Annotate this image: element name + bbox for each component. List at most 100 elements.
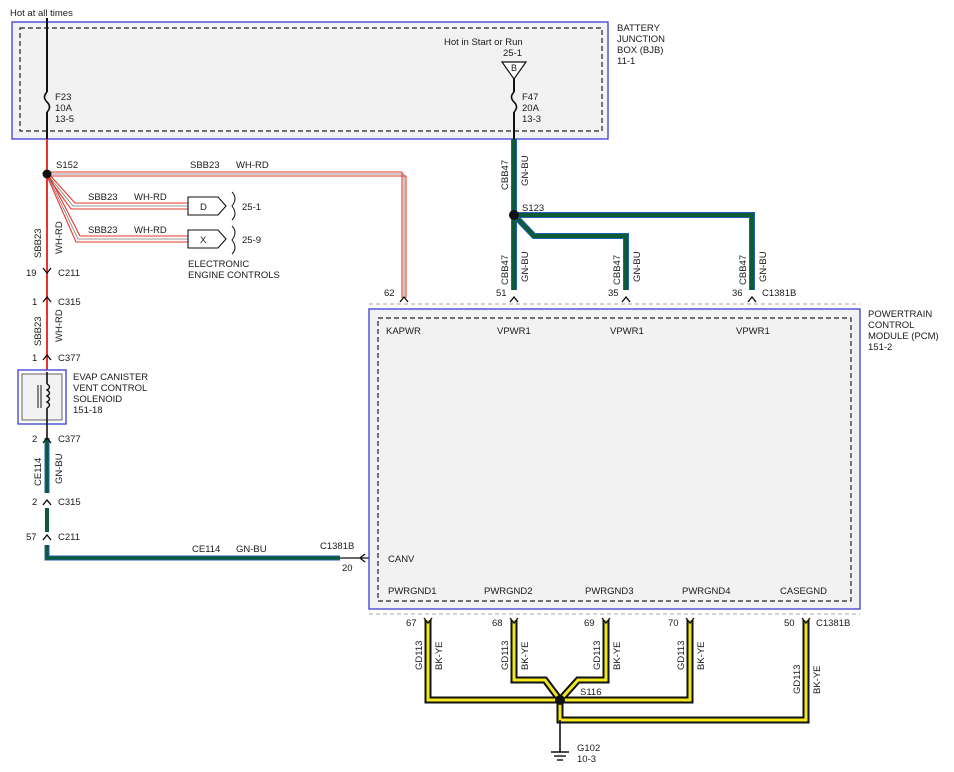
conn-c377-bottom: C377 <box>58 434 81 445</box>
pin-67: 67 <box>406 618 417 629</box>
wire-bkye-69: BK-YE <box>612 641 623 670</box>
pcm-pin-pwrgnd3: PWRGND3 <box>585 586 634 597</box>
evap-label-1: EVAP CANISTER <box>73 372 148 383</box>
wire-sbb23-to-x-b <box>46 173 188 240</box>
pcm-pin-vpwr1-35: VPWR1 <box>610 326 644 337</box>
pcm-label-2: CONTROL <box>868 320 914 331</box>
conn-c1381b-top: C1381B <box>762 288 796 299</box>
fuse-f23-name: F23 <box>55 92 71 103</box>
pin-35: 35 <box>608 288 619 299</box>
wire-cbb47-vlabel-35: CBB47 <box>612 255 623 285</box>
bjb-label-1: BATTERY <box>617 23 661 34</box>
bjb-label-4: 11-1 <box>617 56 635 67</box>
eec-label-2: ENGINE CONTROLS <box>188 270 280 281</box>
pcm-pin-pwrgnd2: PWRGND2 <box>484 586 533 597</box>
conn-c315-top: C315 <box>58 297 81 308</box>
hot-at-all-times-label: Hot at all times <box>10 8 73 19</box>
chevron-pin-68 <box>509 617 519 625</box>
wire-cbb47-vlabel-36: CBB47 <box>738 255 749 285</box>
wire-ce114-bottom <box>45 545 340 560</box>
pcm-pin-casegnd: CASEGND <box>780 586 827 597</box>
wire-gd113-68: GD113 <box>500 641 511 670</box>
pin-1-c315: 1 <box>32 297 37 308</box>
pcm-pin-kapwr: KAPWR <box>386 326 421 337</box>
chevron-pin-50 <box>801 617 811 625</box>
wire-gnbu-vlabel: GN-BU <box>54 453 65 484</box>
chevron-pin-35 <box>621 295 631 303</box>
pin-2-c315: 2 <box>32 497 37 508</box>
eec-ref-x: 25-9 <box>242 235 261 246</box>
evap-solenoid-inner <box>21 373 63 421</box>
wire-bkye-70: BK-YE <box>696 641 707 670</box>
bjb-label-3: BOX (BJB) <box>617 45 663 56</box>
chevron-c377-top <box>42 353 52 361</box>
wire-bkye-67: BK-YE <box>434 641 445 670</box>
wire-gnbu-vlabel-51: GN-BU <box>520 251 531 282</box>
pcm-box <box>368 308 861 610</box>
conn-c315-bottom: C315 <box>58 497 81 508</box>
chevron-canv <box>358 553 366 563</box>
bjb-box <box>11 21 609 140</box>
pin-62: 62 <box>384 288 395 299</box>
wire-sbb23-to-kapwr-a <box>47 171 403 298</box>
chevron-c377-bottom <box>42 436 52 444</box>
pcm-pin-vpwr1-36: VPWR1 <box>736 326 770 337</box>
connector-d <box>187 196 227 216</box>
connector-b-letter: B <box>511 63 517 73</box>
connector-d-letter: D <box>200 202 207 213</box>
splice-s116-label: S116 <box>580 687 601 698</box>
pcm-label-4: 151-2 <box>868 342 892 353</box>
evap-label-4: 151-18 <box>73 405 103 416</box>
pin-20: 20 <box>342 563 353 574</box>
wire-ce114-vlabel: CE114 <box>33 458 44 486</box>
wire-whrd-label-d: WH-RD <box>134 192 167 203</box>
splice-s123 <box>509 210 519 220</box>
pcm-pin-canv: CANV <box>388 554 415 565</box>
pin-19: 19 <box>26 268 37 279</box>
pin-70: 70 <box>668 618 679 629</box>
pin-1-c377: 1 <box>32 353 37 364</box>
chevron-pin-70 <box>685 617 695 625</box>
wire-cbb47-vlabel-top: CBB47 <box>500 160 511 190</box>
wire-whrd-vlabel-2: WH-RD <box>54 309 65 342</box>
chevron-c211-top <box>42 267 52 275</box>
bjb-label-2: JUNCTION <box>617 34 665 45</box>
pcm-pin-vpwr1-51: VPWR1 <box>497 326 531 337</box>
conn-c1381b-canv: C1381B <box>320 541 354 552</box>
pin-69: 69 <box>584 618 595 629</box>
pin-51: 51 <box>496 288 507 299</box>
splice-s152-label: S152 <box>56 160 78 171</box>
wire-gd113-70: GD113 <box>676 641 687 670</box>
fuse-f47-ref: 13-3 <box>522 114 541 125</box>
fuse-f47-name: F47 <box>522 92 538 103</box>
chevron-pin-69 <box>601 617 611 625</box>
connector-x-letter: X <box>200 235 207 246</box>
fuse-f47-symbol <box>510 91 518 113</box>
wire-sbb23-label-x: SBB23 <box>88 225 118 236</box>
ground-ref: 10-3 <box>577 754 596 765</box>
connector-b-triangle <box>500 61 528 81</box>
eec-bracket <box>231 191 236 255</box>
wire-ce114-hlabel: CE114 <box>192 544 220 555</box>
pin-57: 57 <box>26 532 37 543</box>
wire-sbb23-label-top: SBB23 <box>190 160 220 171</box>
wire-gd113-69: GD113 <box>592 641 603 670</box>
wire-sbb23-to-kapwr-b <box>47 173 405 298</box>
splice-s152 <box>42 169 52 179</box>
pcm-pin-pwrgnd1: PWRGND1 <box>388 586 437 597</box>
pcm-label-3: MODULE (PCM) <box>868 331 939 342</box>
fuse-f23-symbol <box>43 91 51 113</box>
evap-label-3: SOLENOID <box>73 394 122 405</box>
pin-2-c377: 2 <box>32 434 37 445</box>
pcm-inner-dashed <box>377 317 852 602</box>
evap-label-2: VENT CONTROL <box>73 383 147 394</box>
wire-bkye-50: BK-YE <box>812 665 823 694</box>
pcm-label-1: POWERTRAIN <box>868 309 932 320</box>
solenoid-coil-icon <box>45 383 51 409</box>
wire-cbb47-35 <box>512 213 628 290</box>
bjb-inner-dashed <box>19 27 603 132</box>
eec-ref-d: 25-1 <box>242 202 261 213</box>
wire-whrd-label-top: WH-RD <box>236 160 269 171</box>
wire-gd113-67: GD113 <box>414 641 425 670</box>
conn-c377-top: C377 <box>58 353 81 364</box>
